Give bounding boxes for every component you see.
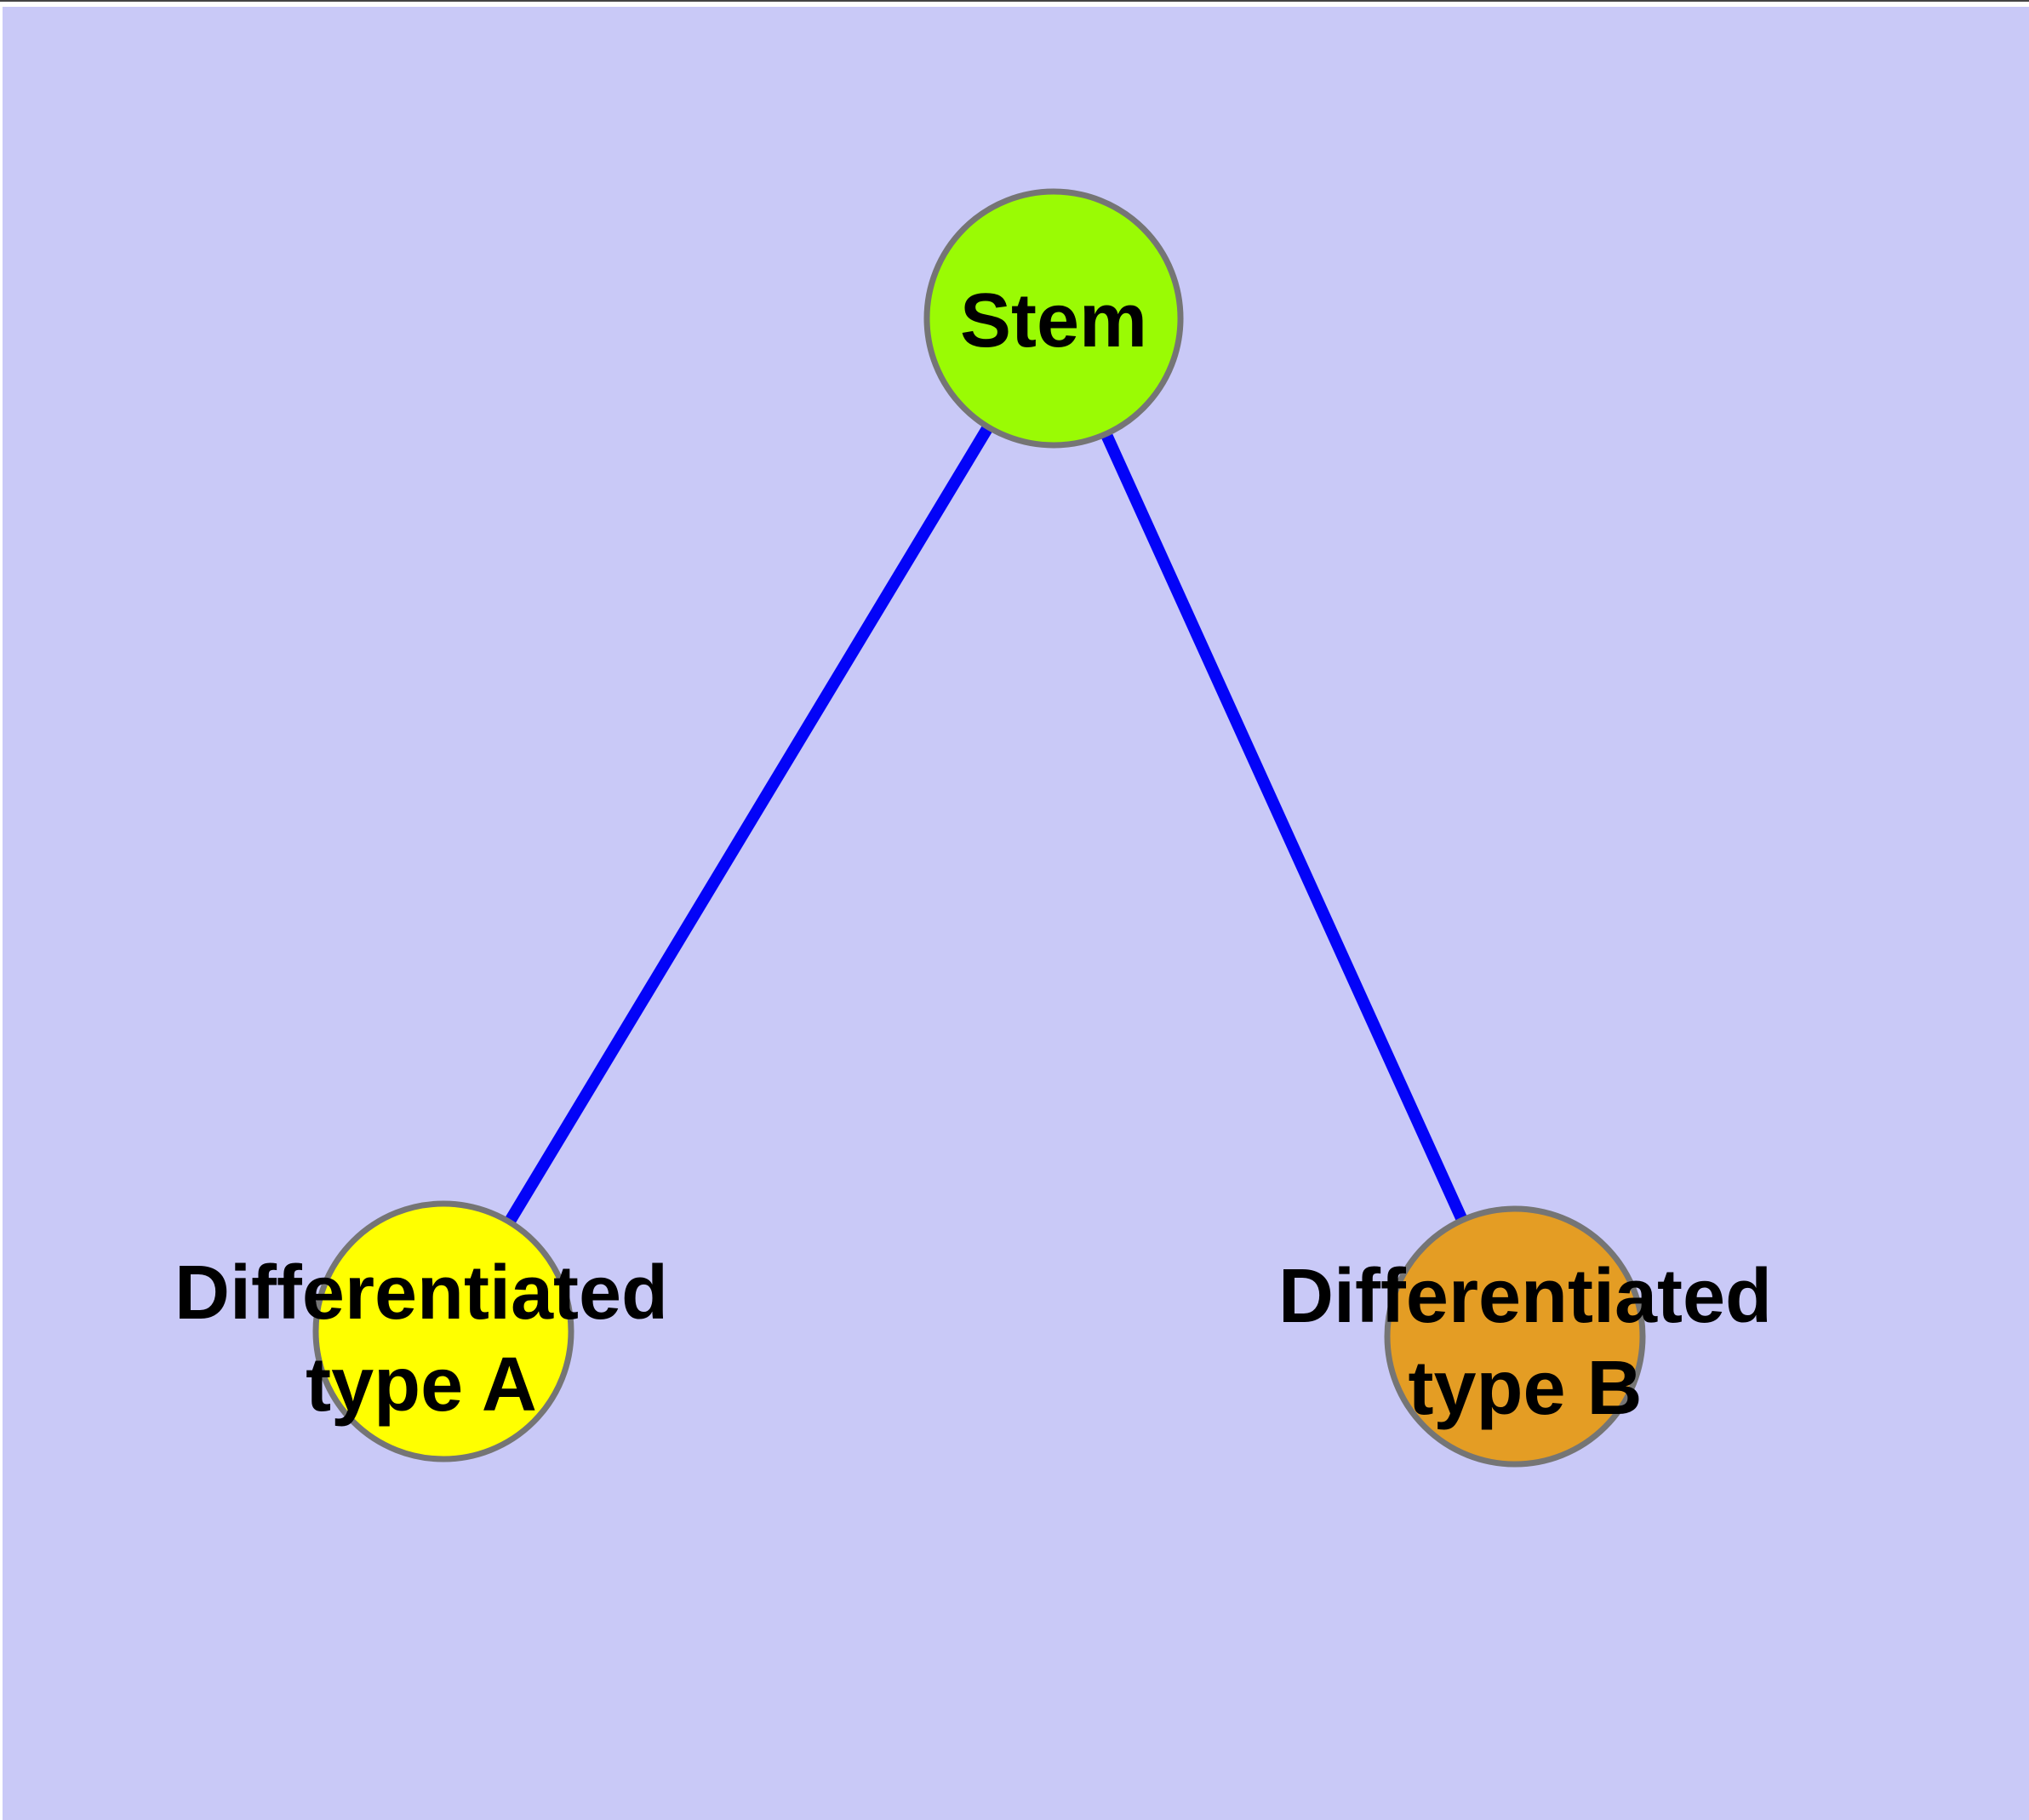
node-stem <box>923 188 1184 449</box>
node-label-type-b-line2: type B <box>1408 1346 1642 1431</box>
node-label-type-b-line1: Differentiated <box>1278 1254 1772 1339</box>
node-differentiated-type-a <box>312 1200 574 1462</box>
edges <box>438 315 1521 1339</box>
nodes <box>312 188 1646 1468</box>
node-label-type-a-line2: type A <box>306 1342 537 1428</box>
node-label-type-a-line1: Differentiated <box>174 1251 668 1336</box>
node-label-stem: Stem <box>960 278 1147 363</box>
node-differentiated-type-b <box>1384 1205 1646 1468</box>
node-labels: Stem Differentiated type A Differentiate… <box>174 278 1772 1431</box>
edge-stem-to-type-b <box>1048 316 1521 1339</box>
edge-stem-to-type-a <box>438 315 1059 1335</box>
top-hairline <box>0 0 2029 2</box>
